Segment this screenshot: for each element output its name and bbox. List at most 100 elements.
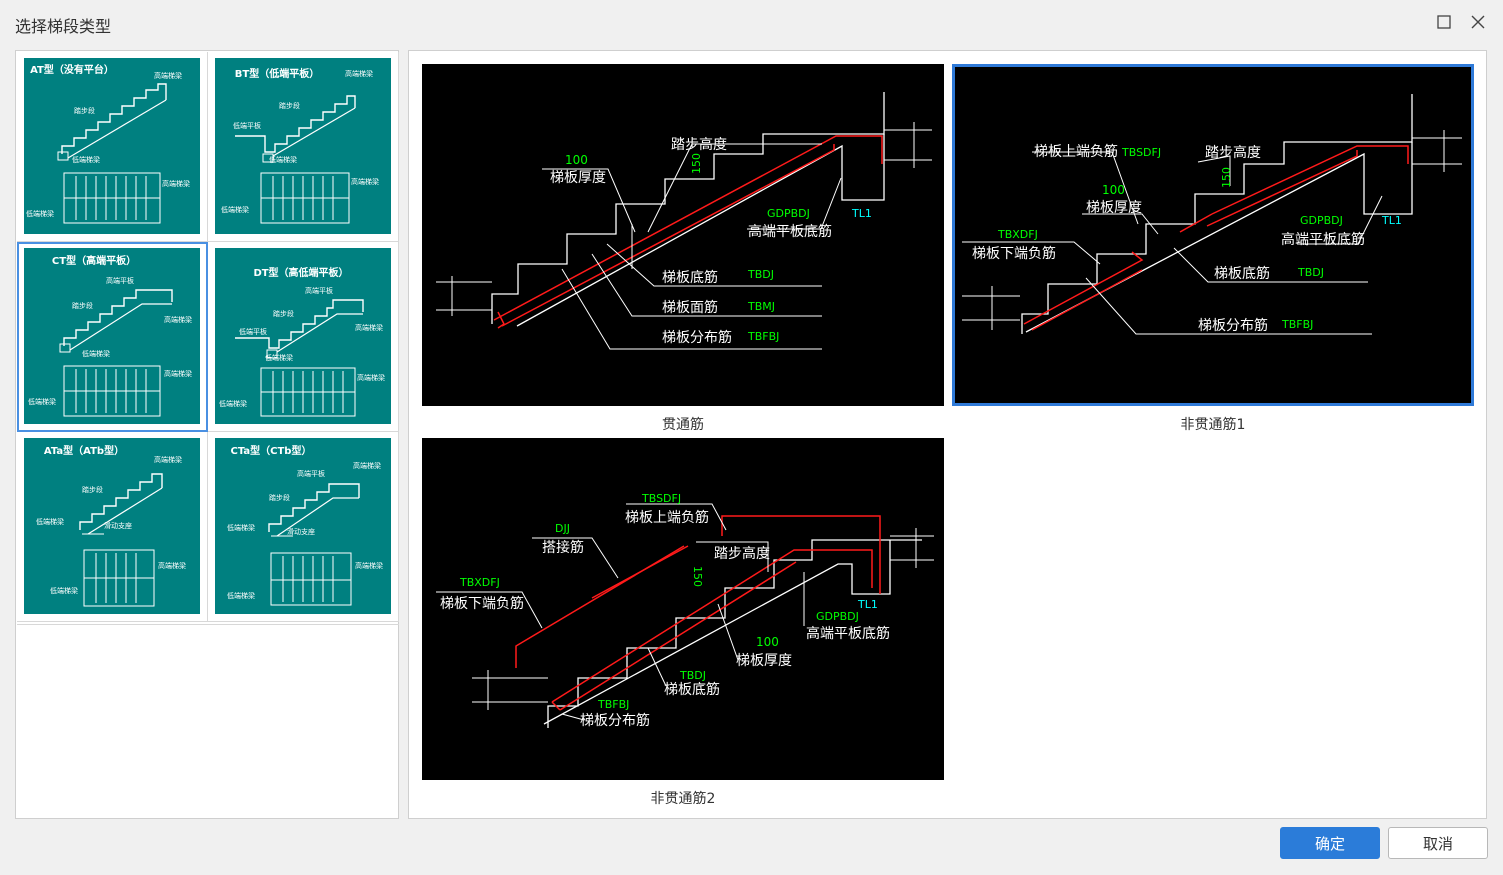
stair-tag: 高端平板 (305, 286, 333, 295)
rebar-label: 梯板底筋 (664, 681, 720, 698)
stair-tag: 滑动支座 (287, 527, 315, 536)
rebar-label: 150 (691, 566, 704, 587)
rebar-label: TBDJ (679, 669, 706, 682)
stair-type-ct[interactable]: CT型（高端平板） 高端平板 踏步段 高端梯梁 低端梯梁 高端梯梁 低端梯梁 (17, 242, 208, 432)
stair-type-cta[interactable]: CTa型（CTb型） 高端梯梁 高端平板 踏步段 低端梯梁 滑动支座 高端梯梁 … (208, 432, 399, 622)
stair-tag: 低端梯梁 (82, 349, 110, 358)
stair-type-label: BT型（低端平板） (235, 67, 319, 80)
rebar-label: TL1 (1381, 214, 1402, 227)
rebar-label: GDPBDJ (767, 207, 810, 220)
rebar-label: 100 (1102, 183, 1125, 197)
rebar-label: 梯板面筋 (662, 299, 718, 316)
stair-tag: 低端平板 (233, 121, 261, 130)
stair-tag: 高端梯梁 (345, 69, 373, 78)
stair-type-grid: AT型（没有平台） 高端梯梁 踏步段 低端梯梁 高端梯梁 低端梯梁 BT型（低端… (17, 52, 399, 625)
rebar-label: 踏步高度 (714, 545, 770, 562)
stair-thumb-ata: ATa型（ATb型） 高端梯梁 踏步段 低端梯梁 滑动支座 高端梯梁 低端梯梁 (24, 438, 200, 614)
stair-tag: 高端梯梁 (357, 373, 385, 382)
rebar-label: 150 (1220, 167, 1233, 188)
stair-thumb-dt: DT型（高低端平板） 高端平板 踏步段 高端梯梁 低端平板 低端梯梁 高端梯梁 … (215, 248, 391, 424)
rebar-label: 梯板厚度 (1086, 200, 1142, 216)
stair-tag: 高端梯梁 (355, 561, 383, 570)
stair-tag: 低端梯梁 (36, 517, 64, 526)
rebar-option-caption: 非贯通筋2 (650, 791, 716, 807)
cancel-button[interactable]: 取消 (1388, 827, 1488, 859)
stair-tag: 低端平板 (239, 327, 267, 336)
rebar-label: 梯板分布筋 (580, 712, 650, 729)
stair-type-at[interactable]: AT型（没有平台） 高端梯梁 踏步段 低端梯梁 高端梯梁 低端梯梁 (17, 52, 208, 242)
stair-tag: 高端平板 (297, 469, 325, 478)
rebar-label: 高端平板底筋 (748, 223, 832, 240)
stair-tag: 低端梯梁 (50, 586, 78, 595)
rebar-label: 梯板分布筋 (1198, 317, 1268, 334)
stair-tag: 滑动支座 (104, 521, 132, 530)
rebar-label: 踏步高度 (1205, 144, 1261, 161)
stair-tag: 高端梯梁 (158, 561, 186, 570)
rebar-option-non-through-1[interactable]: 梯板上端负筋 TBSDFJ 踏步高度 150 100 梯板厚度 GDPBDJ T… (952, 64, 1474, 434)
stair-tag: 低端梯梁 (26, 209, 54, 218)
stair-tag: 踏步段 (72, 301, 93, 310)
stair-type-list[interactable]: AT型（没有平台） 高端梯梁 踏步段 低端梯梁 高端梯梁 低端梯梁 BT型（低端… (15, 50, 399, 819)
stair-type-label: AT型（没有平台） (30, 63, 114, 76)
rebar-label: 梯板下端负筋 (440, 595, 524, 612)
stair-tag: 低端梯梁 (219, 399, 247, 408)
maximize-icon[interactable] (1432, 10, 1456, 34)
rebar-label: TBSDFJ (641, 492, 681, 505)
stair-tag: 低端梯梁 (28, 397, 56, 406)
stair-tag: 低端梯梁 (269, 155, 297, 164)
rebar-diagram-non-through-2: TBSDFJ 梯板上端负筋 DJJ 搭接筋 踏步高度 150 TBXDFJ 梯板… (422, 438, 944, 780)
stair-type-label: ATa型（ATb型） (44, 444, 124, 457)
stair-tag: 踏步段 (273, 309, 294, 318)
stair-tag: 踏步段 (74, 106, 95, 115)
stair-type-ata[interactable]: ATa型（ATb型） 高端梯梁 踏步段 低端梯梁 滑动支座 高端梯梁 低端梯梁 (17, 432, 208, 622)
stair-tag: 踏步段 (82, 485, 103, 494)
stair-thumb-at: AT型（没有平台） 高端梯梁 踏步段 低端梯梁 高端梯梁 低端梯梁 (24, 58, 200, 234)
rebar-label: 150 (690, 153, 703, 174)
stair-thumb-bt: BT型（低端平板） 高端梯梁 踏步段 低端平板 低端梯梁 高端梯梁 低端梯梁 (215, 58, 391, 234)
rebar-label: TBXDFJ (459, 576, 500, 589)
rebar-label: TBDJ (1297, 266, 1324, 279)
stair-type-label: CT型（高端平板） (52, 254, 136, 267)
rebar-label: 高端平板底筋 (806, 625, 890, 642)
rebar-diagram-through: 踏步高度 150 100 梯板厚度 GDPBDJ 高端平板底筋 TL1 梯板底筋… (422, 64, 944, 406)
rebar-label: TBFBJ (597, 698, 629, 711)
stair-tag: 高端梯梁 (164, 315, 192, 324)
stair-tag: 低端梯梁 (72, 155, 100, 164)
close-icon[interactable] (1466, 10, 1490, 34)
stair-tag: 低端梯梁 (265, 353, 293, 362)
rebar-label: 高端平板底筋 (1281, 231, 1365, 248)
rebar-label: TBFBJ (747, 330, 779, 343)
rebar-label: 搭接筋 (542, 539, 584, 556)
stair-tag: 高端梯梁 (353, 461, 381, 470)
stair-tag: 踏步段 (269, 493, 290, 502)
stair-type-label: DT型（高低端平板） (253, 266, 348, 279)
rebar-label: TBSDFJ (1121, 146, 1161, 159)
rebar-label: TBXDFJ (997, 228, 1038, 241)
stair-tag: 高端平板 (106, 276, 134, 285)
rebar-label: 100 (756, 635, 779, 649)
rebar-label: GDPBDJ (1300, 214, 1343, 227)
stair-thumb-cta: CTa型（CTb型） 高端梯梁 高端平板 踏步段 低端梯梁 滑动支座 高端梯梁 … (215, 438, 391, 614)
dialog-title: 选择梯段类型 (15, 17, 112, 36)
rebar-label: 梯板上端负筋 (1034, 143, 1118, 160)
stair-type-dt[interactable]: DT型（高低端平板） 高端平板 踏步段 高端梯梁 低端平板 低端梯梁 高端梯梁 … (208, 242, 399, 432)
rebar-label: TL1 (851, 207, 872, 220)
rebar-option-non-through-2[interactable]: TBSDFJ 梯板上端负筋 DJJ 搭接筋 踏步高度 150 TBXDFJ 梯板… (422, 438, 944, 808)
rebar-option-caption: 非贯通筋1 (1180, 417, 1246, 433)
rebar-label: 梯板上端负筋 (625, 509, 709, 526)
rebar-label: 梯板厚度 (550, 170, 606, 186)
stair-tag: 高端梯梁 (154, 71, 182, 80)
stair-type-bt[interactable]: BT型（低端平板） 高端梯梁 踏步段 低端平板 低端梯梁 高端梯梁 低端梯梁 (208, 52, 399, 242)
rebar-label: 踏步高度 (671, 136, 727, 153)
rebar-option-through[interactable]: 踏步高度 150 100 梯板厚度 GDPBDJ 高端平板底筋 TL1 梯板底筋… (422, 64, 944, 434)
rebar-label: 100 (565, 153, 588, 167)
rebar-option-panel: 踏步高度 150 100 梯板厚度 GDPBDJ 高端平板底筋 TL1 梯板底筋… (408, 50, 1487, 819)
stair-tag: 低端梯梁 (221, 205, 249, 214)
rebar-label: 梯板底筋 (1214, 265, 1270, 282)
stair-tag: 高端梯梁 (355, 323, 383, 332)
stair-tag: 低端梯梁 (227, 523, 255, 532)
rebar-label: 梯板分布筋 (662, 329, 732, 346)
rebar-label: 梯板底筋 (662, 269, 718, 286)
ok-button[interactable]: 确定 (1280, 827, 1380, 859)
rebar-option-caption: 贯通筋 (662, 417, 704, 433)
